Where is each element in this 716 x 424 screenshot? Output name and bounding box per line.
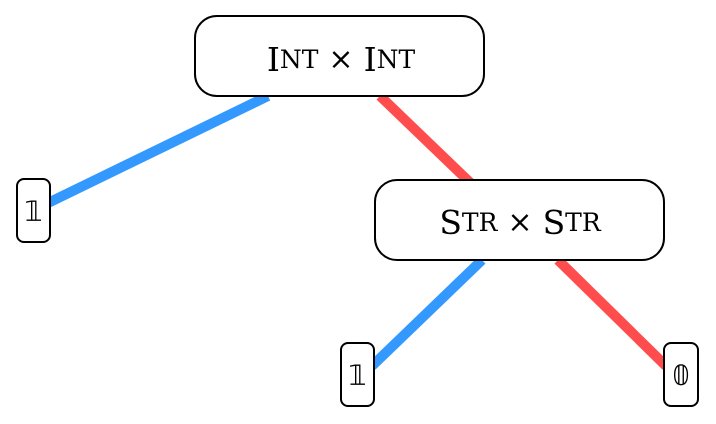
leaf-inner-right-label: 𝟘 bbox=[672, 359, 690, 392]
inner-left-initial: S bbox=[439, 203, 462, 242]
edge-inner-right bbox=[554, 256, 670, 370]
leaf-inner-left-box bbox=[340, 342, 375, 407]
root-node-label: INT×INT bbox=[267, 40, 416, 79]
root-right-rest: NT bbox=[377, 45, 416, 74]
inner-right-rest: TR bbox=[565, 208, 602, 237]
root-left-rest: NT bbox=[280, 45, 319, 74]
leaf-inner-left-label: 𝟙 bbox=[349, 359, 367, 392]
leaf-root-left-label: 𝟙 bbox=[25, 195, 43, 228]
inner-node: STR×STR bbox=[374, 179, 665, 261]
leaf-inner-left: 𝟙 bbox=[340, 342, 375, 407]
inner-node-label: STR×STR bbox=[439, 203, 602, 242]
leaf-root-left-box bbox=[16, 178, 51, 243]
inner-node-box bbox=[374, 179, 665, 261]
root-right-initial: I bbox=[364, 40, 377, 79]
leaf-inner-right: 𝟘 bbox=[663, 342, 699, 407]
leaf-root-left: 𝟙 bbox=[16, 178, 51, 243]
root-node: INT×INT bbox=[194, 15, 485, 97]
inner-left-rest: TR bbox=[462, 208, 499, 237]
inner-right-initial: S bbox=[543, 203, 566, 242]
root-left-initial: I bbox=[267, 40, 280, 79]
root-times-symbol: × bbox=[328, 42, 353, 77]
edge-root-right bbox=[376, 92, 487, 199]
leaf-inner-right-box bbox=[663, 342, 699, 407]
edge-inner-left bbox=[368, 256, 486, 370]
inner-times-symbol: × bbox=[507, 205, 532, 240]
edge-root-left bbox=[45, 91, 271, 208]
root-node-box bbox=[194, 15, 485, 97]
